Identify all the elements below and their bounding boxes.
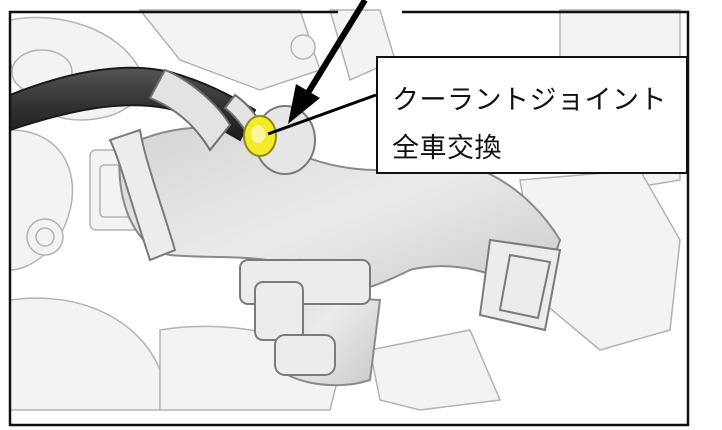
callout-leader-line bbox=[267, 93, 377, 136]
hose-clamps bbox=[108, 128, 562, 376]
callout-label-box: クーラントジョイント 全車交換 bbox=[376, 56, 688, 174]
arrow-down-left-icon bbox=[288, 0, 368, 124]
diagram-frame bbox=[8, 10, 690, 427]
callout-part-name: クーラントジョイント bbox=[392, 85, 667, 116]
callout-instruction: 全車交換 bbox=[392, 133, 502, 164]
